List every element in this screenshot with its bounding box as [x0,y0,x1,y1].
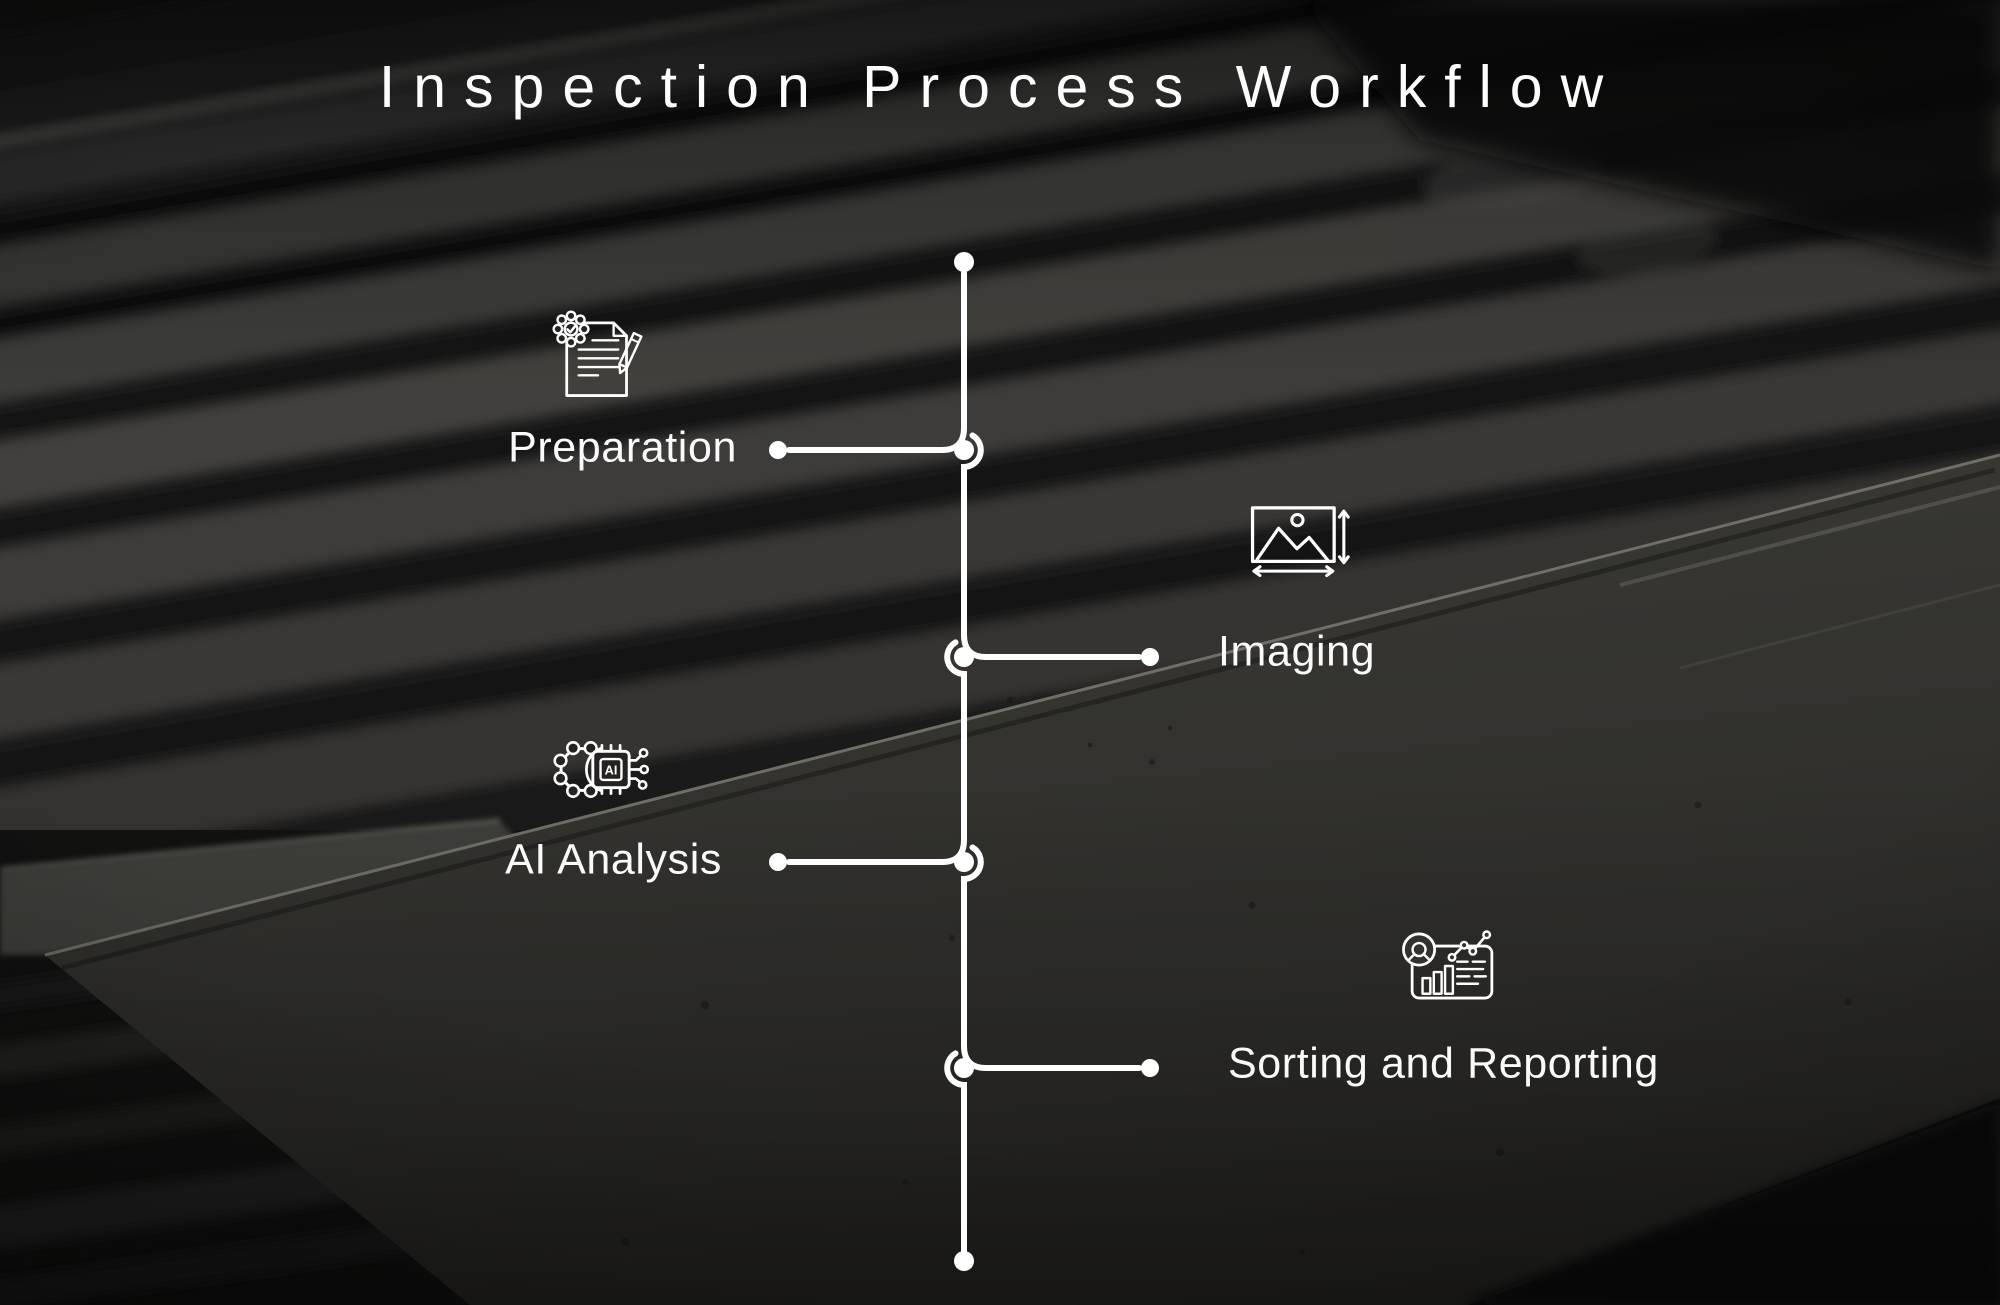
timeline-connector-5 [944,1050,967,1254]
timeline-node-dot-2 [954,647,974,667]
branch-end-dot-4 [1141,1059,1159,1077]
timeline-connector-3 [786,639,967,865]
timeline-connector-1 [786,270,967,453]
timeline-top-dot [954,252,974,272]
timeline-connector-2 [961,432,1142,660]
branch-end-dot-3 [769,853,787,871]
timeline-connector-4 [961,844,1142,1071]
timeline-bottom-dot [954,1251,974,1271]
branch-end-dot-2 [1141,648,1159,666]
branch-end-dot-1 [769,441,787,459]
timeline-node-dot-1 [954,440,974,460]
timeline-node-dot-3 [954,852,974,872]
page-title: Inspection Process Workflow [378,54,1622,120]
timeline-node-dot-4 [954,1058,974,1078]
